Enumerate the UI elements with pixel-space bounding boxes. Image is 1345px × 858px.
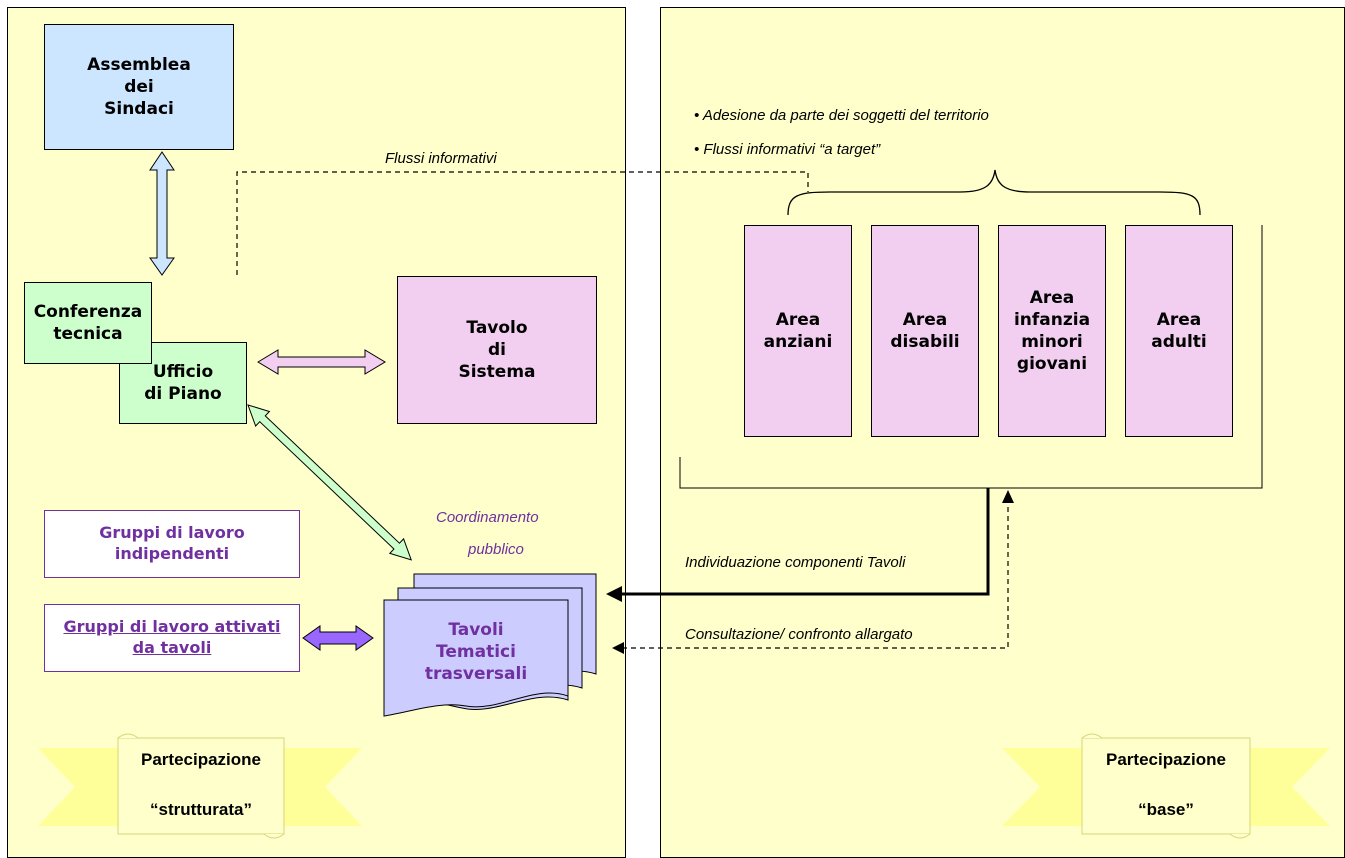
- curly-brace: [787, 169, 1201, 216]
- diagonal-arrow-ufficio-tavoli: [247, 404, 413, 561]
- tavoli-tematici-shape: [383, 573, 597, 717]
- consultazione-arrowhead-left: [612, 642, 624, 654]
- area-anziani-box: Area anziani: [744, 225, 852, 437]
- areas-bracket: [679, 225, 1263, 489]
- consultazione-label: Consultazione/ confronto allargato: [685, 626, 913, 643]
- ribbon-left-line1: Partecipazione: [141, 750, 261, 769]
- pubblico-label: pubblico: [468, 541, 524, 558]
- ribbon-right-line2: “base”: [1138, 800, 1194, 819]
- gruppi-indipendenti-box: Gruppi di lavoro indipendenti: [44, 510, 300, 578]
- flussi-informativi-label: Flussi informativi: [385, 150, 497, 167]
- bullet-flussi-target: • Flussi informativi “a target”: [694, 141, 881, 158]
- tavoli-tematici-label: Tavoli Tematici trasversali: [424, 619, 528, 685]
- tavolo-di-sistema-box: Tavolo di Sistema: [397, 276, 597, 424]
- double-arrow-ufficio-tavolo: [257, 349, 386, 375]
- individuazione-arrowhead: [606, 586, 622, 602]
- ribbon-right-line1: Partecipazione: [1106, 750, 1226, 769]
- assemblea-dei-sindaci-box: Assemblea dei Sindaci: [44, 24, 234, 150]
- double-arrow-assemblea: [149, 151, 175, 276]
- area-disabili-box: Area disabili: [871, 225, 979, 437]
- consultazione-line: [622, 502, 1009, 649]
- area-adulti-box: Area adulti: [1125, 225, 1233, 437]
- bullet-adesione: • Adesione da parte dei soggetti del ter…: [694, 107, 989, 124]
- coordinamento-label: Coordinamento: [436, 509, 539, 526]
- ribbon-base: [1002, 733, 1330, 839]
- flussi-dashed-line: [236, 171, 809, 275]
- ufficio-di-piano-box: Ufficio di Piano: [119, 342, 247, 424]
- ribbon-left-line2: “strutturata”: [149, 800, 252, 819]
- gruppi-attivati-box: Gruppi di lavoro attivati da tavoli: [44, 604, 300, 672]
- ribbon-strutturata: [38, 733, 362, 839]
- area-infanzia-box: Area infanzia minori giovani: [998, 225, 1106, 437]
- consultazione-arrowhead-up: [1002, 490, 1014, 503]
- individuazione-line: [620, 488, 990, 596]
- conferenza-tecnica-box: Conferenza tecnica: [24, 282, 152, 364]
- individuazione-label: Individuazione componenti Tavoli: [685, 554, 906, 571]
- double-arrow-gruppi-tavoli: [302, 625, 374, 651]
